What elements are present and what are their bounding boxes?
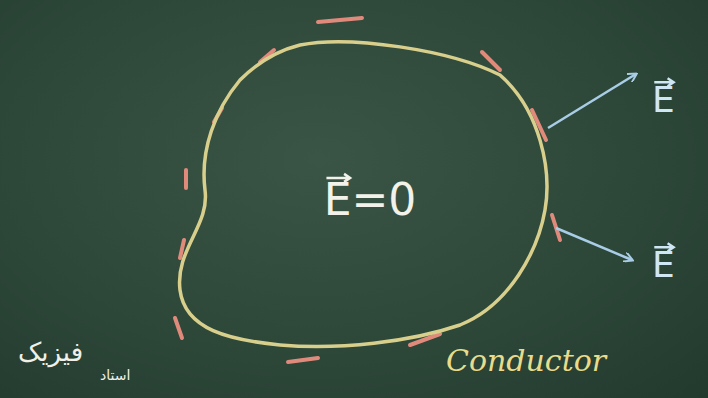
field-inside-text: E=0 [324, 176, 417, 224]
conductor-label: Conductor [446, 344, 606, 377]
field-label: E [652, 245, 675, 285]
persian-note: فیزیک [18, 338, 83, 367]
field-label: E [652, 80, 675, 120]
surface-charges [175, 18, 560, 362]
conductor-outline: E=0 [170, 30, 560, 360]
field-arrows [548, 74, 636, 260]
persian-note: استاد [100, 368, 130, 383]
